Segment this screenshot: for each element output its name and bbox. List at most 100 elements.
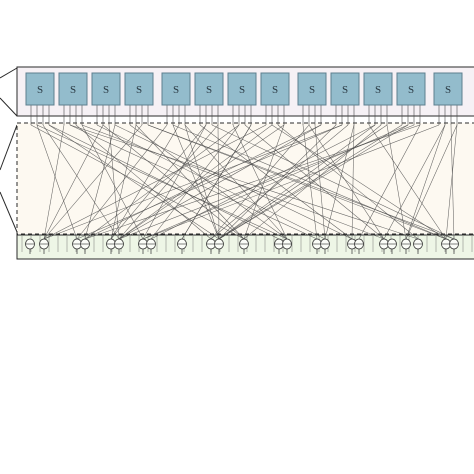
- interconnect-wire: [118, 124, 322, 240]
- switch-label: S: [239, 84, 245, 96]
- interconnect-wire: [110, 124, 207, 240]
- interconnect-wire: [218, 124, 409, 240]
- interconnect-wire: [218, 124, 337, 240]
- switch-box: [58, 72, 88, 106]
- node-oval-icon: [214, 238, 224, 254]
- node-oval-icon: [239, 238, 249, 254]
- interconnect-wire: [172, 124, 220, 240]
- node-oval-icon: [206, 238, 216, 254]
- node-oval-icon: [401, 238, 411, 254]
- interconnect-wire: [96, 124, 326, 240]
- interconnect-wire: [450, 124, 455, 240]
- interconnect-wire: [118, 124, 285, 240]
- switch-box: [124, 72, 154, 106]
- interconnect-wire: [243, 124, 382, 240]
- node-oval-icon: [354, 238, 364, 254]
- node-oval-icon: [25, 238, 35, 254]
- switch-box: [161, 72, 191, 106]
- interconnect-wire: [172, 124, 447, 240]
- interconnect-wire: [110, 124, 137, 240]
- interconnect-wire: [69, 124, 419, 240]
- switch-8: S: [260, 72, 290, 106]
- switch-label: S: [37, 84, 43, 96]
- interconnect-wire: [142, 124, 440, 240]
- interconnect-wire: [135, 124, 245, 240]
- interconnect-wire: [129, 124, 288, 240]
- switch-box: [396, 72, 426, 106]
- node-oval-icon: [441, 238, 451, 254]
- interconnect-wire: [43, 124, 143, 240]
- node-oval-icon: [449, 238, 459, 254]
- interconnect-wire: [118, 124, 219, 240]
- interconnect-wire: [48, 124, 220, 240]
- node-oval-icon: [387, 238, 397, 254]
- switch-label: S: [408, 84, 414, 96]
- switch-box: [433, 72, 463, 106]
- interconnect-wire: [36, 124, 78, 240]
- switch-1: S: [25, 72, 55, 106]
- switch-box: [194, 72, 224, 106]
- interconnect-wire: [48, 124, 280, 240]
- interconnect-wire: [76, 124, 168, 240]
- switch-box: [297, 72, 327, 106]
- switch-3: S: [91, 72, 121, 106]
- interconnect-wire: [217, 124, 220, 240]
- left-bracket: [0, 67, 18, 233]
- interconnect-wire: [210, 124, 349, 240]
- node-oval-icon: [39, 238, 49, 254]
- interconnect-wire: [30, 124, 245, 240]
- node-oval-icon: [177, 238, 187, 254]
- interconnect-wire: [84, 124, 421, 240]
- interconnect-wire: [218, 124, 388, 240]
- interconnect-wire: [405, 124, 446, 240]
- switch-10: S: [330, 72, 360, 106]
- switch-label: S: [103, 84, 109, 96]
- interconnect-wire: [368, 124, 447, 240]
- interconnect-wire: [184, 124, 220, 240]
- interconnect-wire: [351, 124, 355, 240]
- interconnect-wire: [114, 124, 353, 240]
- interconnect-wire: [43, 124, 343, 240]
- interconnect-wire: [76, 124, 343, 240]
- switch-label: S: [173, 84, 179, 96]
- switch-port-stems: [30, 105, 458, 125]
- interconnect-panel: [16, 122, 474, 235]
- interconnect-wire: [181, 124, 252, 240]
- switch-box: [363, 72, 393, 106]
- switch-9: S: [297, 72, 327, 106]
- switch-box: [227, 72, 257, 106]
- interconnect-wire: [445, 124, 458, 240]
- interconnect-wire: [218, 124, 376, 240]
- interconnect-wire: [142, 124, 207, 240]
- switch-box: [260, 72, 290, 106]
- interconnect-wires: [30, 124, 458, 240]
- node-oval-icon: [138, 238, 148, 254]
- node-oval-icon: [413, 238, 423, 254]
- switch-label: S: [445, 84, 451, 96]
- interconnect-wire: [211, 124, 455, 240]
- switch-5: S: [161, 72, 191, 106]
- switch-box: [330, 72, 360, 106]
- interconnect-wire: [244, 124, 385, 240]
- switch-13: S: [433, 72, 463, 106]
- interconnect-wire: [383, 124, 446, 240]
- interconnect-wire: [42, 124, 120, 240]
- switch-label: S: [309, 84, 315, 96]
- interconnect-wire: [277, 124, 419, 240]
- interconnect-wire: [84, 124, 322, 240]
- interconnect-wire: [84, 124, 116, 240]
- switch-2: S: [58, 72, 88, 106]
- interconnect-wire: [84, 124, 240, 240]
- switch-label: S: [136, 84, 142, 96]
- interconnect-wire: [308, 124, 385, 240]
- switch-label: S: [375, 84, 381, 96]
- switch-6: S: [194, 72, 224, 106]
- node-row: [25, 238, 459, 254]
- switch-label: S: [206, 84, 212, 96]
- switch-11: S: [363, 72, 393, 106]
- interconnect-wire: [184, 124, 288, 240]
- switch-7: S: [227, 72, 257, 106]
- switch-label: S: [342, 84, 348, 96]
